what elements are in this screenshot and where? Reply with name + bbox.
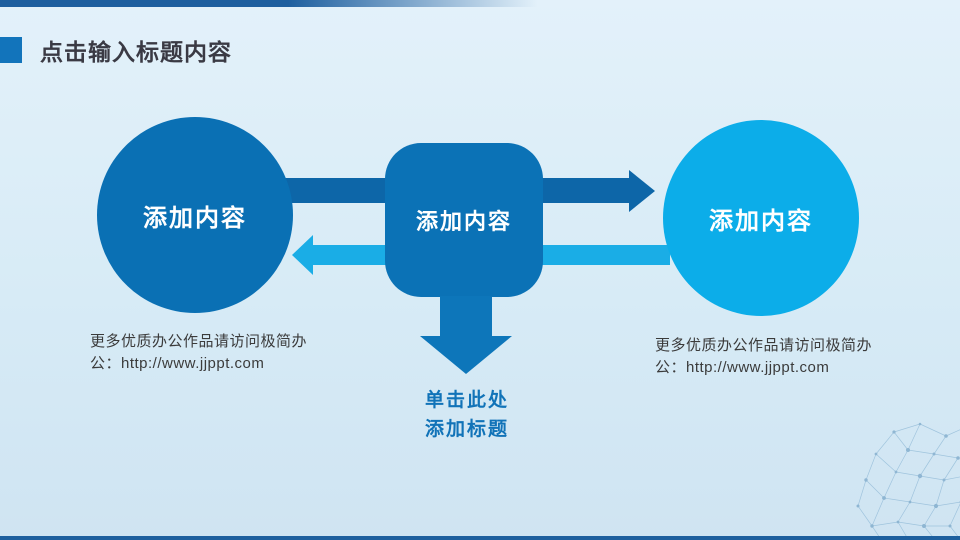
center-box-label: 添加内容 (415, 209, 512, 234)
left-circle-label: 添加内容 (143, 204, 247, 232)
right-circle-label: 添加内容 (709, 207, 813, 235)
arrow-left-head-icon (292, 235, 313, 275)
down-arrow-caption-line1: 单击此处 (424, 390, 509, 411)
arrow-right-head-icon (629, 170, 655, 212)
slide-title[interactable]: 点击输入标题内容 (40, 39, 232, 65)
note-left: 更多优质办公作品请访问极简办 公：http://www.jjppt.com (90, 331, 307, 375)
down-arrow-caption-line2: 添加标题 (424, 419, 509, 440)
right-circle-node[interactable]: 添加内容 (663, 120, 859, 316)
title-marker-square (0, 37, 22, 63)
center-box-node[interactable]: 添加内容 (385, 143, 543, 297)
note-right-line1: 更多优质办公作品请访问极简办 (655, 337, 873, 354)
arrow-down-shaft (440, 296, 492, 336)
title-row: 点击输入标题内容 (0, 33, 232, 67)
arrow-down-head-icon (420, 336, 512, 374)
note-left-line1: 更多优质办公作品请访问极简办 (90, 333, 308, 350)
top-accent-bar (0, 0, 960, 7)
note-right-line2: 公：http://www.jjppt.com (655, 359, 830, 376)
left-circle-node[interactable]: 添加内容 (97, 117, 293, 313)
network-sphere-decoration (856, 422, 960, 540)
note-left-line2: 公：http://www.jjppt.com (90, 355, 265, 372)
down-arrow-caption[interactable]: 单击此处 添加标题 (402, 386, 532, 444)
bottom-accent-bar (0, 536, 960, 540)
note-right: 更多优质办公作品请访问极简办 公：http://www.jjppt.com (655, 335, 872, 379)
